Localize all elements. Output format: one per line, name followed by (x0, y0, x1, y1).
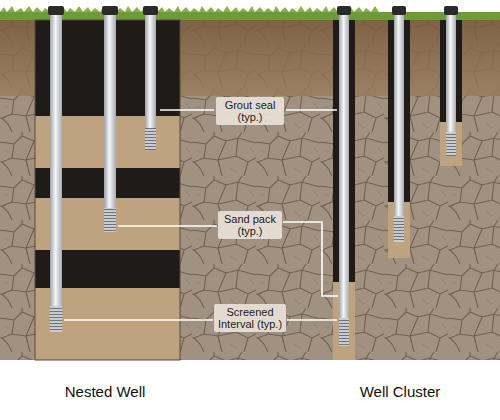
group-caption: Nested Well (25, 383, 185, 400)
leader-line (64, 319, 213, 321)
well-screen (50, 306, 62, 332)
well-screen (394, 216, 404, 242)
well-cap (444, 6, 458, 15)
leader-line (118, 225, 217, 227)
well-cap (392, 6, 406, 15)
well-casings (48, 6, 458, 346)
grass-blades (0, 6, 500, 12)
callout-label: Screened Interval (typ.) (214, 304, 286, 332)
leader-line (287, 319, 337, 321)
leader-line (286, 109, 337, 111)
well-cap (48, 6, 64, 15)
well-casing (394, 10, 404, 242)
callout-label: Grout seal (typ.) (216, 97, 284, 125)
well-cap (143, 6, 158, 15)
well-cap (337, 6, 351, 15)
well-casing (446, 10, 456, 156)
leader-line (283, 222, 338, 296)
well-screen (339, 318, 349, 346)
bedrock (0, 18, 500, 360)
well-casing (145, 10, 156, 150)
well-screen (104, 208, 116, 232)
well-cap (102, 6, 118, 15)
callout-label: Sand pack (typ.) (218, 211, 282, 239)
well-casing (104, 10, 116, 232)
well-casing (339, 10, 349, 346)
well-screen (446, 132, 456, 156)
grass (0, 12, 500, 20)
leader-lines (64, 110, 338, 320)
leader-line (160, 109, 214, 111)
well-casing (50, 10, 62, 332)
group-caption: Well Cluster (320, 383, 480, 400)
well-screen (145, 128, 156, 150)
